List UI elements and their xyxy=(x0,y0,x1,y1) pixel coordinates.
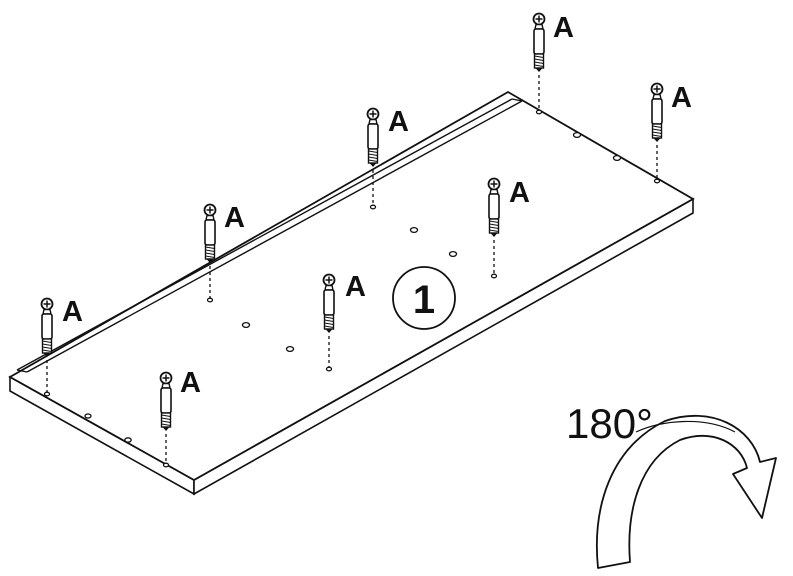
step-number: 1 xyxy=(413,278,435,322)
panel xyxy=(8,90,695,496)
hole xyxy=(285,345,295,353)
hole xyxy=(206,297,214,303)
hole xyxy=(241,321,251,329)
part-label: A xyxy=(671,82,692,114)
panel-holes xyxy=(43,109,661,468)
cam-bolt-icon xyxy=(366,107,380,168)
part-label: A xyxy=(553,12,574,44)
hole xyxy=(535,109,543,115)
part-label: A xyxy=(224,202,245,234)
part-label: A xyxy=(62,296,83,328)
hole xyxy=(84,413,92,419)
hole xyxy=(43,391,51,397)
cam-bolt-icon xyxy=(40,297,54,358)
cam-bolt-icon xyxy=(487,177,501,238)
hole xyxy=(612,154,622,162)
hole xyxy=(124,437,132,443)
cam-bolt-icon xyxy=(650,82,664,143)
cam-bolt-icon xyxy=(532,12,546,73)
rotation-indicator: 180° xyxy=(566,400,777,569)
cam-bolt-icon xyxy=(322,273,336,334)
part-label: A xyxy=(509,177,530,209)
rotate-arrow-icon xyxy=(596,414,777,569)
hole xyxy=(572,131,582,139)
hole xyxy=(448,250,458,258)
hole xyxy=(653,178,661,184)
part-label: A xyxy=(388,106,409,138)
hole xyxy=(490,273,498,279)
cam-bolt-icon xyxy=(159,371,173,432)
hole xyxy=(162,462,170,468)
hole xyxy=(325,366,333,372)
cam-bolt-icon xyxy=(203,203,217,264)
part-labels: A A A A A A A A xyxy=(62,12,692,399)
part-label: A xyxy=(345,271,366,303)
hole xyxy=(369,204,377,210)
step-marker: 1 xyxy=(392,266,456,330)
part-label: A xyxy=(180,367,201,399)
hole xyxy=(409,226,419,234)
guide-lines xyxy=(46,75,658,463)
